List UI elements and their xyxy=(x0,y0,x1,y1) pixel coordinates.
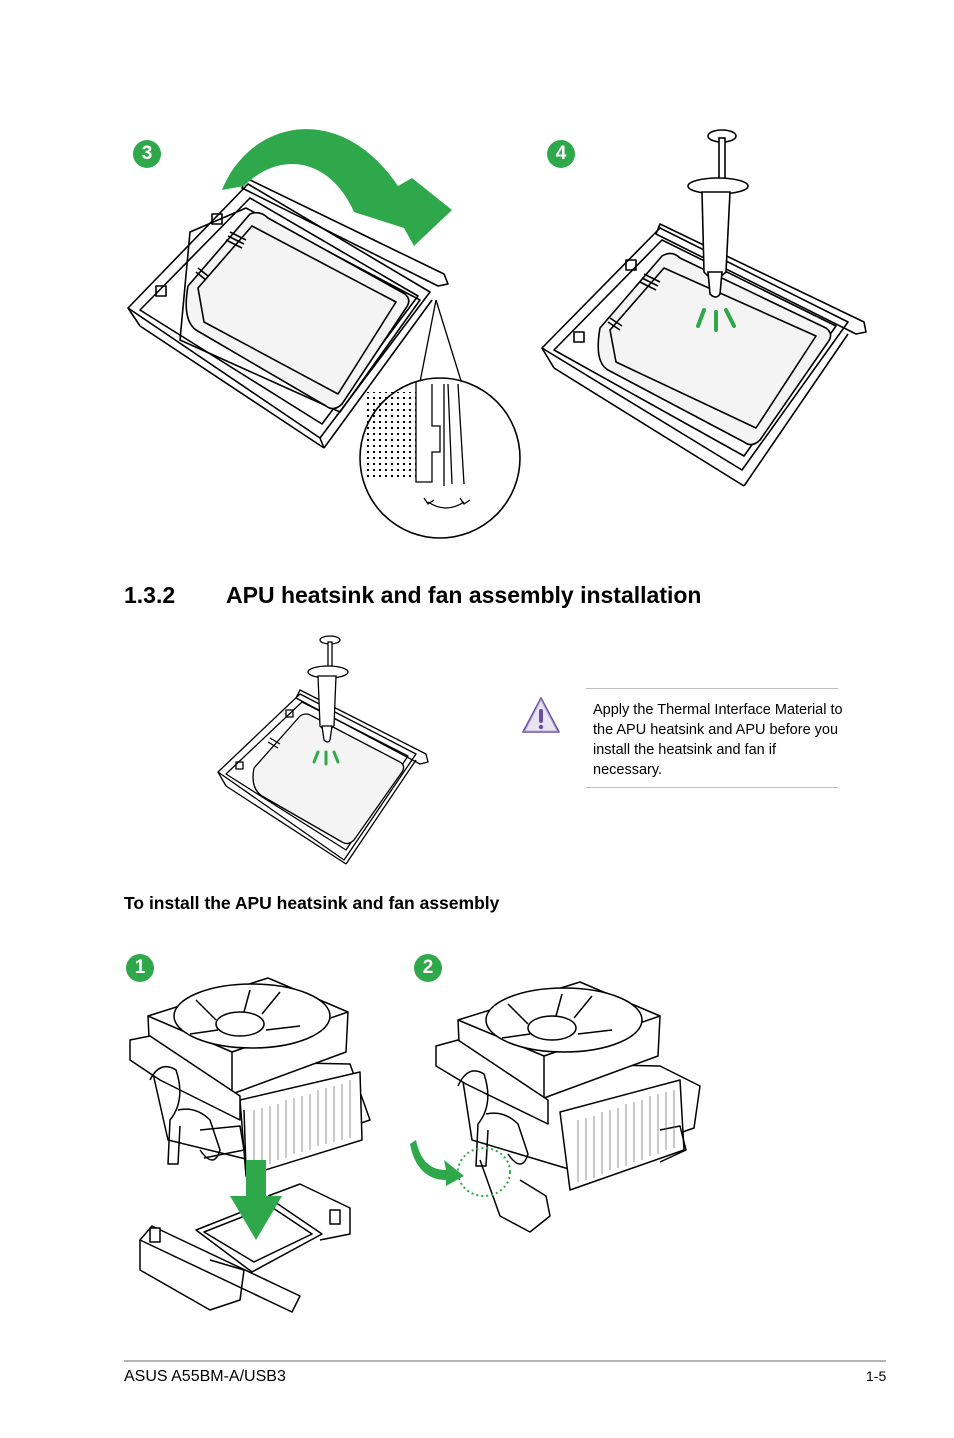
footer-divider xyxy=(124,1360,886,1362)
note-text: Apply the Thermal Interface Material to … xyxy=(593,702,843,778)
footer-product: ASUS A55BM-A/USB3 xyxy=(124,1368,286,1385)
warning-icon xyxy=(522,697,560,733)
section-title: APU heatsink and fan assembly installati… xyxy=(226,582,702,608)
step-3-badge: 3 xyxy=(133,140,161,168)
socket-lever-close-illustration xyxy=(127,129,521,539)
section-number: 1.3.2 xyxy=(124,582,176,608)
step-4-badge: 4 xyxy=(547,140,575,168)
thermal-paste-small-illustration xyxy=(217,635,429,865)
thermal-paste-apply-illustration xyxy=(541,129,867,487)
heatsink-secured-illustration xyxy=(410,981,701,1233)
note-box: Apply the Thermal Interface Material to … xyxy=(586,688,843,788)
step-2-badge: 2 xyxy=(414,954,442,982)
step-1-badge: 1 xyxy=(126,954,154,982)
install-subheading: To install the APU heatsink and fan asse… xyxy=(124,893,500,913)
footer-page-number: 1-5 xyxy=(866,1368,887,1384)
heatsink-placement-illustration xyxy=(129,977,371,1313)
